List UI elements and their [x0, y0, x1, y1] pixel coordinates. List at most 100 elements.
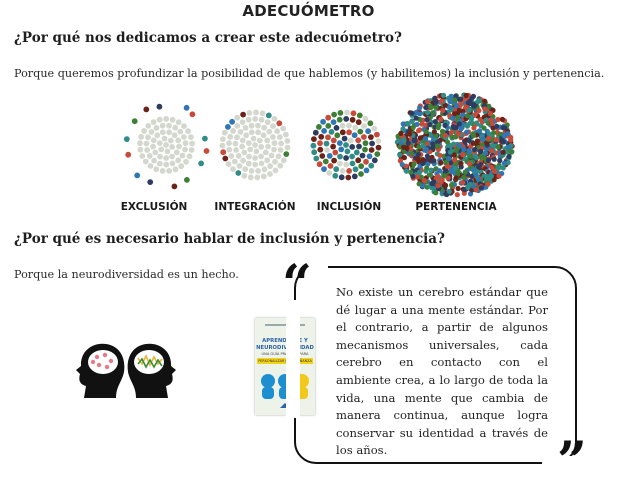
- dot: [186, 153, 193, 160]
- dot: [424, 117, 430, 123]
- dot: [467, 191, 474, 197]
- dot: [264, 137, 271, 144]
- dot: [343, 116, 350, 122]
- dot: [460, 108, 466, 114]
- dot: [493, 137, 499, 143]
- dot: [246, 110, 253, 116]
- dot: [185, 128, 192, 135]
- dot: [277, 162, 284, 169]
- dot: [166, 168, 173, 174]
- dot: [414, 174, 420, 180]
- dot: [403, 168, 409, 174]
- dot: [464, 113, 471, 119]
- dot: [159, 122, 166, 129]
- dot: [344, 148, 351, 155]
- dot: [468, 153, 474, 159]
- dot: [491, 130, 497, 136]
- dot: [456, 121, 462, 127]
- dot: [482, 98, 488, 104]
- dot: [241, 149, 248, 156]
- dot: [283, 131, 289, 138]
- dot: [439, 98, 445, 104]
- dot: [258, 160, 265, 167]
- dot: [442, 132, 448, 138]
- dot: [324, 147, 330, 153]
- dot: [448, 93, 454, 99]
- dot: [260, 173, 267, 180]
- dot: [497, 158, 503, 164]
- dot: [150, 119, 157, 125]
- dot: [466, 107, 472, 114]
- dot: [178, 163, 185, 170]
- dot: [319, 153, 326, 159]
- dot: [242, 166, 249, 173]
- dot: [239, 119, 246, 125]
- dot: [450, 115, 456, 121]
- dot: [232, 140, 239, 147]
- dot: [357, 128, 364, 135]
- dot: [427, 103, 433, 109]
- dot: [159, 129, 166, 136]
- dot: [163, 116, 170, 122]
- dot: [494, 123, 500, 129]
- dot: [416, 128, 422, 134]
- dot: [181, 134, 187, 140]
- dot: [148, 129, 155, 135]
- dot: [258, 116, 265, 123]
- dot: [179, 152, 186, 159]
- dot: [341, 135, 348, 142]
- dot: [175, 157, 182, 164]
- dot: [131, 118, 138, 125]
- dot: [483, 173, 489, 179]
- dot: [429, 145, 436, 151]
- dot: [153, 166, 160, 173]
- dot: [318, 133, 325, 140]
- dot: [222, 155, 229, 162]
- dot: [250, 135, 257, 142]
- dot: [225, 161, 232, 168]
- dot: [363, 158, 369, 165]
- two-heads-illustration: [76, 343, 176, 398]
- dot: [321, 166, 327, 172]
- dot: [454, 192, 460, 198]
- dot: [469, 173, 475, 179]
- dot: [322, 158, 329, 165]
- dot: [321, 128, 327, 134]
- dot: [261, 124, 268, 131]
- dot: [434, 143, 441, 149]
- dot: [227, 133, 234, 140]
- open-quote-icon: “: [282, 254, 312, 315]
- dot: [349, 116, 356, 123]
- dot: [452, 165, 458, 171]
- dot: [361, 134, 367, 140]
- dot: [145, 134, 151, 141]
- dot: [310, 142, 317, 149]
- dot: [401, 137, 407, 143]
- dot: [420, 157, 426, 163]
- dot: [150, 137, 157, 144]
- dot: [366, 153, 373, 160]
- dot: [255, 129, 261, 136]
- dot: [182, 146, 188, 153]
- dot: [492, 168, 498, 174]
- dot: [338, 174, 345, 181]
- book-title-line1: APRENDIZAJE Y: [262, 338, 308, 344]
- dot: [482, 106, 488, 112]
- dot: [264, 119, 271, 126]
- dot: [252, 142, 258, 148]
- inclusion-circle-diagram: [310, 109, 382, 181]
- dot: [258, 153, 264, 160]
- dot: [491, 177, 497, 183]
- dot: [368, 147, 375, 153]
- dot: [143, 106, 150, 113]
- dot: [441, 173, 447, 179]
- label-integration: INTEGRACIÓN: [214, 201, 296, 213]
- dot: [173, 149, 180, 156]
- dot: [343, 142, 349, 148]
- dot: [466, 161, 473, 167]
- dot: [452, 97, 458, 103]
- dot: [123, 136, 130, 142]
- dot: [336, 116, 343, 123]
- section1-question: ¿Por qué nos dedicamos a crear este adec…: [14, 30, 402, 46]
- dot: [146, 153, 153, 159]
